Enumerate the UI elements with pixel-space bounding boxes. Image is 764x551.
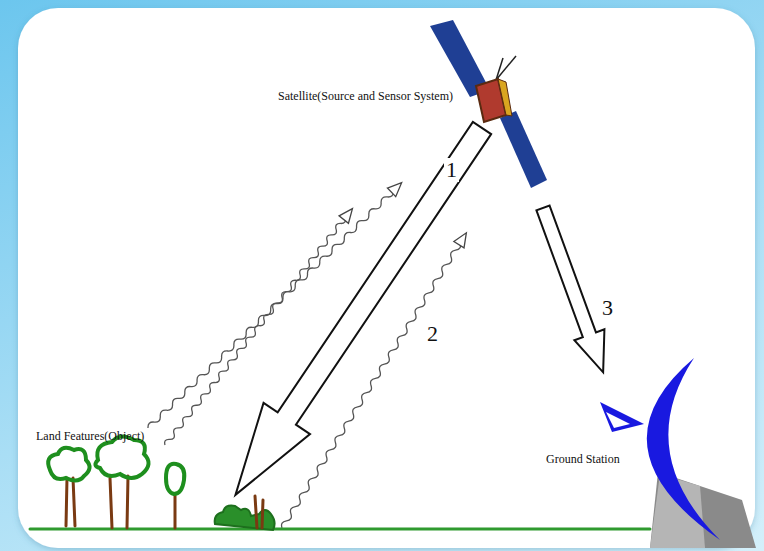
transmission-arrow [528,203,618,378]
reflected-waves [146,178,471,529]
callout-number: 1 [444,158,459,182]
satellite [430,20,547,188]
callout-number: 2 [425,322,440,346]
station-label: Ground Station [546,453,620,466]
energy-arrow [212,112,505,510]
panel [18,8,755,548]
callout-number: 3 [600,296,615,320]
ground-station [600,358,756,548]
trees [30,436,650,530]
satellite-label: Satellite(Source and Sensor System) [278,90,453,103]
object-label: Land Features(Object) [36,430,144,443]
